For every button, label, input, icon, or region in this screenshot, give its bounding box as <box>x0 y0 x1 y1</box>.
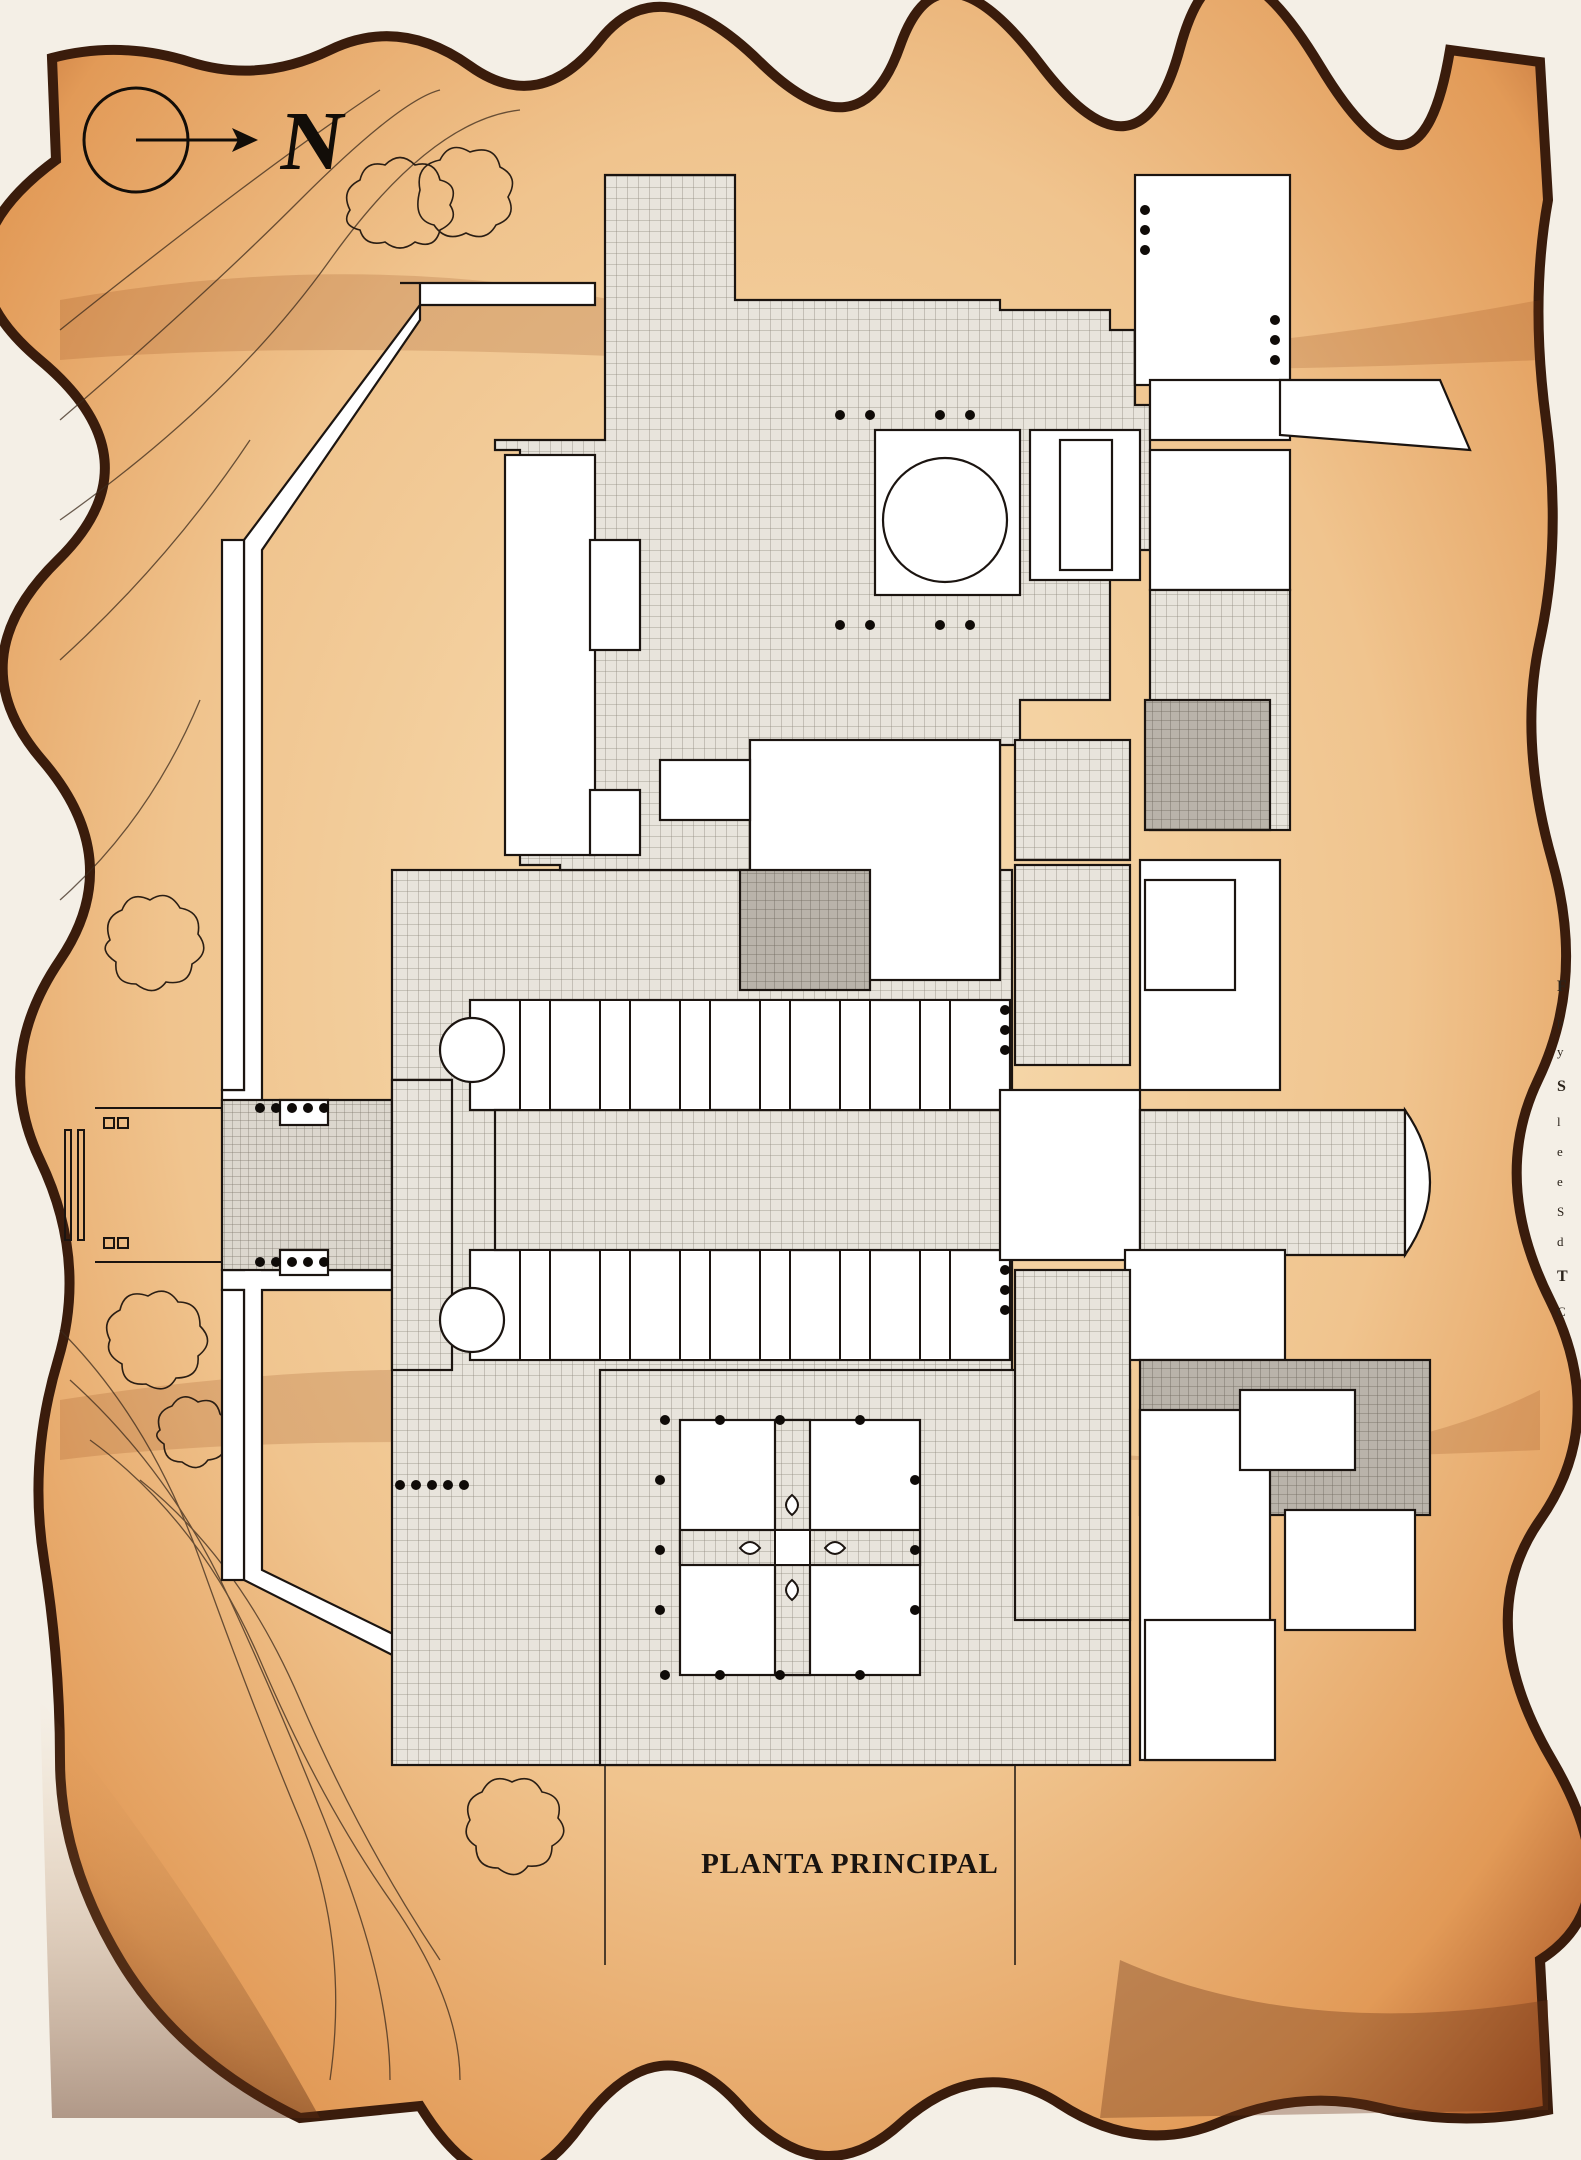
side-heading: F <box>1557 978 1567 995</box>
side-text-line: l <box>1557 1114 1561 1129</box>
side-heading: S <box>1557 1078 1566 1095</box>
side-text-line: e <box>1557 1144 1563 1159</box>
side-text-line: e <box>1557 1174 1563 1189</box>
adjacent-page-text: F p y S l e e S d T C <box>1557 960 1581 2160</box>
side-text-line: p <box>1557 1014 1564 1029</box>
map-title: PLANTA PRINCIPAL <box>701 1848 999 1880</box>
north-arrow-icon <box>82 86 258 194</box>
side-text-line: y <box>1557 1044 1564 1059</box>
side-text-line: C <box>1557 1304 1566 1319</box>
north-label: N <box>275 95 350 188</box>
cloister-fountain-icon <box>738 1493 847 1602</box>
side-heading: T <box>1557 1268 1568 1285</box>
side-text-line: d <box>1557 1234 1564 1249</box>
side-text-line: S <box>1557 1204 1565 1219</box>
